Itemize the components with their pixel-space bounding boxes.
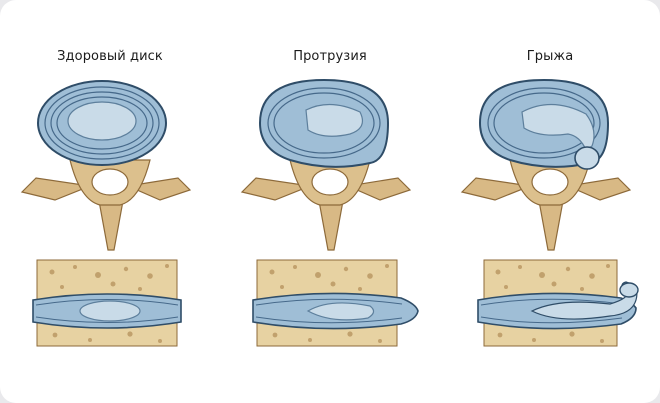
healthy-illustration xyxy=(20,80,192,347)
healthy-segment-side-view xyxy=(32,259,182,347)
hernia-vertebra-top-view xyxy=(460,78,632,251)
stage-hernia: Грыжа xyxy=(440,0,660,403)
protrusion-illustration xyxy=(240,78,419,347)
stage-label-protrusion: Протрузия xyxy=(293,49,367,64)
hernia-illustration xyxy=(460,78,639,347)
stage-label-healthy: Здоровый диск xyxy=(57,49,163,64)
stage-healthy: Здоровый диск xyxy=(0,0,220,403)
stage-label-hernia: Грыжа xyxy=(526,49,574,64)
stage-protrusion: Протрузия xyxy=(220,0,440,403)
healthy-vertebra-top-view xyxy=(20,80,192,251)
protrusion-segment-side-view xyxy=(252,259,419,347)
hernia-segment-side-view xyxy=(477,259,639,347)
protrusion-vertebra-top-view xyxy=(240,78,412,251)
